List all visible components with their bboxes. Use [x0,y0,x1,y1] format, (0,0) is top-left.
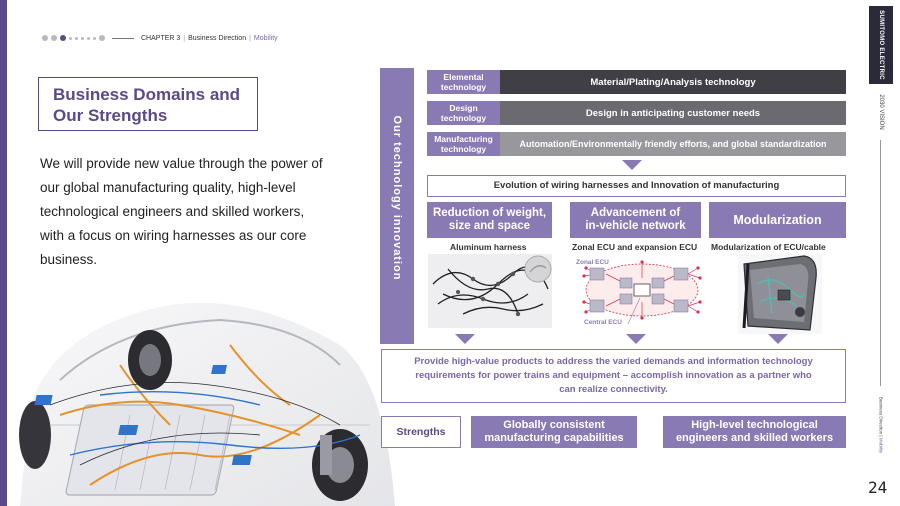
strengths-label: Strengths [381,416,461,448]
technology-innovation-label: Our technology innovation [391,115,403,281]
row-value-design: Design in anticipating customer needs [500,101,846,125]
pillar-modularization: Modularization [709,202,846,238]
zonal-ecu-label: Zonal ECU [576,259,609,266]
intro-text: We will provide new value through the po… [40,156,323,267]
sublabel-zonal-ecu: Zonal ECU and expansion ECU [572,242,698,252]
page-number: 24 [868,478,888,497]
brand-logo-box [869,6,893,84]
row-value-elemental: Material/Plating/Analysis technology [500,70,846,94]
ecu-diagram [576,254,702,334]
section-link[interactable]: Business Direction [188,34,247,42]
breadcrumb: CHAPTER 3|Business Direction|Mobility [42,31,278,45]
chapter-label: CHAPTER 3|Business Direction|Mobility [141,34,278,42]
down-arrow-icon [626,334,646,344]
evolution-statement: Evolution of wiring harnesses and Innova… [427,175,846,197]
sublabel-ecu-cable: Modularization of ECU/cable [711,242,826,252]
progress-dots [42,35,105,41]
car-illustration [19,302,395,506]
page-title: Business Domains and Our Strengths [38,77,258,131]
brand-logo: SUMITOMO ELECTRIC [878,10,884,80]
technology-innovation-banner [380,68,414,344]
central-ecu-label: Central ECU [584,319,622,326]
door-module-photo [738,254,822,334]
value-proposition: Provide high-value products to address t… [381,349,846,403]
right-sidebar: SUMITOMO ELECTRIC 2030 VISION Business D… [866,0,900,506]
pillar-weight-reduction: Reduction of weight,size and space [427,202,552,238]
left-accent-bar [0,0,7,506]
subsection-link[interactable]: Mobility [253,34,278,42]
sublabel-aluminum-harness: Aluminum harness [450,242,527,252]
down-arrow-icon [622,160,642,170]
down-arrow-icon [455,334,475,344]
down-arrow-icon [768,334,788,344]
vision-label: 2030 VISION [878,94,884,130]
harness-photo [428,254,552,328]
row-value-manufacturing: Automation/Environmentally friendly effo… [500,132,846,156]
sidebar-section-label: Business Direction | Mobility [878,396,884,454]
chapter-number: CHAPTER 3 [141,34,181,42]
